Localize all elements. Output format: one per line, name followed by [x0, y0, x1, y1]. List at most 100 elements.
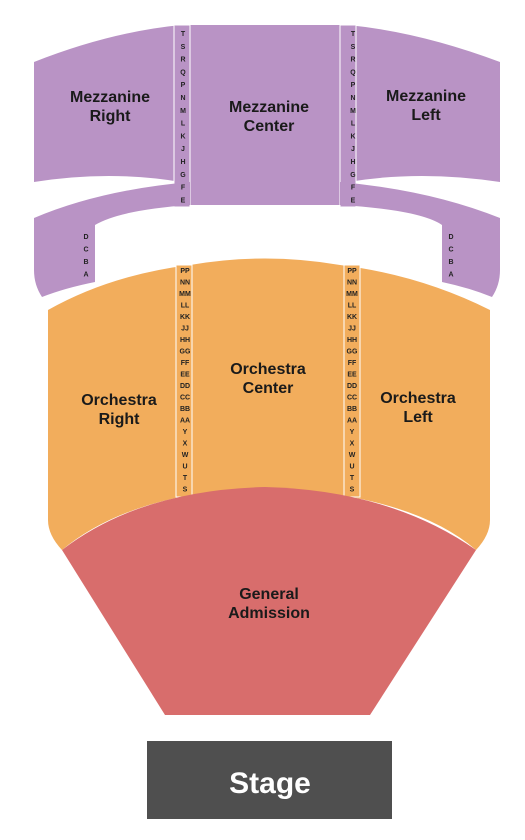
row-label: DD — [180, 383, 190, 390]
general-admission-label: General — [239, 586, 299, 603]
row-label: G — [350, 172, 356, 179]
mezzanine-center-label-2: Center — [244, 118, 295, 135]
row-label: JJ — [181, 326, 189, 333]
row-label: K — [350, 133, 355, 140]
section-general-admission[interactable] — [62, 487, 476, 715]
row-label: PP — [347, 268, 357, 275]
row-label: E — [351, 197, 356, 204]
section-orchestra-right[interactable] — [48, 265, 190, 550]
row-label: T — [183, 475, 188, 482]
row-label: T — [350, 475, 355, 482]
row-label: EE — [347, 372, 357, 379]
orchestra-left-label-2: Left — [403, 409, 433, 426]
row-label: A — [83, 272, 88, 279]
row-label: BB — [180, 406, 190, 413]
row-label: G — [180, 172, 186, 179]
row-label: H — [350, 159, 355, 166]
row-label: NN — [347, 280, 357, 287]
row-label: LL — [348, 303, 357, 310]
mezzanine-right-label: Mezzanine — [70, 89, 150, 106]
row-label: Q — [350, 69, 356, 76]
row-label: CC — [180, 395, 190, 402]
orchestra-left-label: Orchestra — [380, 390, 456, 407]
row-label: KK — [180, 314, 190, 321]
row-label: R — [180, 57, 185, 64]
row-label: DD — [347, 383, 357, 390]
row-label: MM — [179, 291, 191, 298]
row-label: PP — [180, 268, 190, 275]
section-orchestra-center[interactable] — [190, 258, 340, 496]
row-label: F — [181, 185, 186, 192]
mezzanine-left-row-strip — [339, 24, 357, 208]
row-label: MM — [346, 291, 358, 298]
row-label: U — [182, 464, 187, 471]
row-label: N — [350, 95, 355, 102]
row-label: T — [181, 31, 186, 38]
row-label: H — [180, 159, 185, 166]
row-label: K — [180, 133, 185, 140]
row-label: L — [181, 121, 186, 128]
row-label: T — [351, 31, 356, 38]
row-label: W — [182, 452, 189, 459]
section-mezzanine-lower-right[interactable] — [34, 182, 190, 297]
row-label: B — [83, 259, 88, 266]
row-label: W — [349, 452, 356, 459]
row-label: B — [448, 259, 453, 266]
row-label: FF — [181, 360, 190, 367]
section-mezzanine-lower-left[interactable] — [340, 182, 500, 297]
row-label: X — [350, 441, 355, 448]
mezzanine-right-row-strip — [173, 24, 191, 208]
row-label: HH — [180, 337, 190, 344]
row-label: EE — [180, 372, 190, 379]
row-label: P — [181, 82, 186, 89]
row-label: F — [351, 185, 356, 192]
row-label: D — [448, 234, 453, 241]
row-label: A — [448, 272, 453, 279]
row-label: HH — [347, 337, 357, 344]
orchestra-left-row-strip — [343, 264, 361, 498]
row-label: S — [181, 44, 186, 51]
row-label: Q — [180, 69, 186, 76]
stage — [147, 741, 392, 819]
row-label: S — [351, 44, 356, 51]
row-label: C — [448, 247, 453, 254]
row-label: GG — [180, 349, 191, 356]
mezzanine-center-label: Mezzanine — [229, 99, 309, 116]
orchestra-right-label: Orchestra — [81, 392, 157, 409]
row-label: FF — [348, 360, 357, 367]
row-label: C — [83, 247, 88, 254]
row-label: M — [180, 108, 186, 115]
row-label: LL — [181, 303, 190, 310]
row-label: J — [351, 146, 355, 153]
section-orchestra-left[interactable] — [340, 265, 490, 550]
row-label: GG — [347, 349, 358, 356]
row-label: NN — [180, 280, 190, 287]
row-label: CC — [347, 395, 357, 402]
mezzanine-left-label: Mezzanine — [386, 88, 466, 105]
row-label: N — [180, 95, 185, 102]
orchestra-center-label-2: Center — [243, 380, 294, 397]
section-mezzanine-left[interactable] — [348, 25, 500, 182]
orchestra-center-label: Orchestra — [230, 361, 306, 378]
general-admission-label-2: Admission — [228, 605, 310, 622]
row-label: S — [183, 487, 188, 494]
mezzanine-right-label-2: Right — [90, 108, 132, 125]
orchestra-right-row-strip — [175, 264, 193, 498]
row-label: X — [183, 441, 188, 448]
row-label: KK — [347, 314, 357, 321]
row-label: U — [349, 464, 354, 471]
row-label: J — [181, 146, 185, 153]
row-label: P — [351, 82, 356, 89]
row-label: M — [350, 108, 356, 115]
row-label: S — [350, 487, 355, 494]
section-mezzanine-center[interactable] — [190, 25, 340, 205]
section-mezzanine-right[interactable] — [34, 25, 181, 182]
row-label: BB — [347, 406, 357, 413]
